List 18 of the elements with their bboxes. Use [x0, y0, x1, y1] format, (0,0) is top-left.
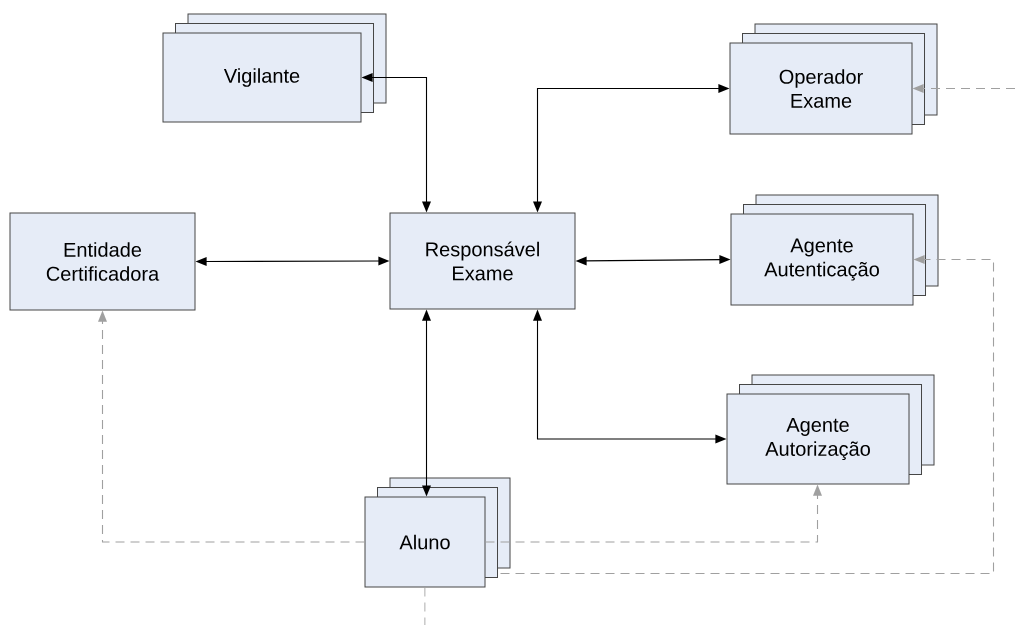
arrow [533, 309, 727, 444]
arrow [499, 255, 995, 575]
stacked-box: Agente Autorização [726, 374, 935, 485]
arrow [484, 484, 822, 543]
arrow [533, 84, 730, 213]
stacked-box: Vigilante [162, 13, 387, 123]
stacked-box: Agente Autenticação [730, 194, 939, 306]
arrow [195, 256, 390, 266]
arrow [422, 309, 431, 497]
arrow [912, 84, 1015, 93]
process-box: Responsável Exame [389, 212, 576, 310]
stacked-box: Aluno [364, 477, 511, 588]
connector-line [424, 586, 426, 625]
arrow [361, 73, 431, 213]
process-box: Entidade Certificadora [9, 212, 196, 311]
stacked-box: Operador Exame [729, 23, 938, 135]
arrow [575, 255, 731, 266]
arrow [98, 310, 366, 543]
